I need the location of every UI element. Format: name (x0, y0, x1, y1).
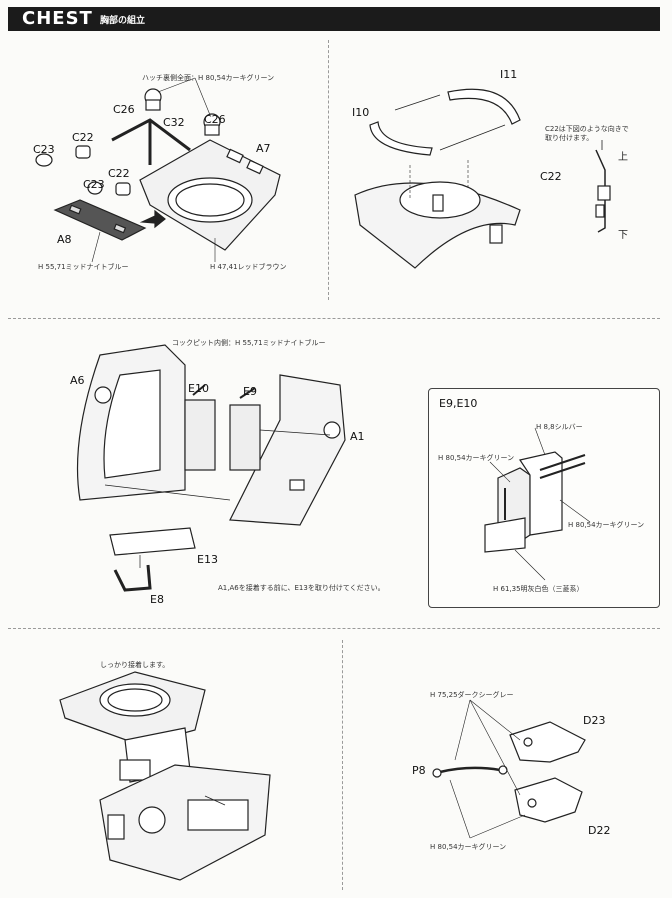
step2-note-1: C22は下図のような向きで (545, 125, 629, 133)
page-subtitle: 胸部の組立 (100, 16, 146, 26)
step4-note: しっかり接着します。 (100, 661, 170, 669)
step1-color-a7: H 47,41レッドブラウン (210, 263, 287, 271)
header-bar: CHEST 胸部の組立 (8, 7, 660, 31)
part-label: A8 (57, 233, 72, 246)
part-label: P8 (412, 764, 426, 777)
callout-color-khaki-left: H 80,54カーキグリーン (438, 454, 515, 462)
step3-note: A1,A6を接着する前に、E13を取り付けてください。 (218, 584, 385, 592)
part-label: C32 (163, 116, 185, 129)
part-label: D22 (588, 824, 611, 837)
step3-color-cockpit: コックピット内側：H 55,71ミッドナイトブルー (172, 339, 326, 347)
step5-color-dark-gray: H 75,25ダークシーグレー (430, 691, 514, 699)
step1-color-a8: H 55,71ミッドナイトブルー (38, 263, 129, 271)
part-label: E8 (150, 593, 164, 606)
direction-up: 上 (618, 152, 628, 163)
page-title: CHEST (22, 8, 93, 29)
step5-color-khaki: H 80,54カーキグリーン (430, 843, 507, 851)
callout-color-silver: H 8,8シルバー (536, 423, 583, 431)
part-label: C22 (540, 170, 562, 183)
step1-color-top: ハッチ裏側全面：H 80,54カーキグリーン (142, 74, 275, 82)
part-label: C26 (113, 103, 135, 116)
divider-top (328, 40, 329, 300)
part-label: C22 (108, 167, 130, 180)
part-label: E10 (188, 382, 209, 395)
part-label: E13 (197, 553, 218, 566)
part-label: A7 (256, 142, 271, 155)
step2-note-2: 取り付けます。 (545, 134, 594, 142)
divider-bottom (342, 640, 343, 890)
part-label: A1 (350, 430, 365, 443)
part-label: D23 (583, 714, 606, 727)
part-label: I10 (352, 106, 370, 119)
part-label: C22 (72, 131, 94, 144)
part-label: A6 (70, 374, 85, 387)
part-label: C23 (33, 143, 55, 156)
callout-color-gray: H 61,35明灰白色（三菱系） (493, 585, 584, 593)
part-label: C23 (83, 178, 105, 191)
callout-title: E9,E10 (439, 397, 478, 410)
part-label: C26 (204, 113, 226, 126)
divider-row2 (8, 628, 660, 629)
direction-down: 下 (618, 230, 628, 241)
divider-row1 (8, 318, 660, 319)
part-label: I11 (500, 68, 518, 81)
part-label: E9 (243, 385, 257, 398)
callout-color-khaki-right: H 80,54カーキグリーン (568, 521, 645, 529)
